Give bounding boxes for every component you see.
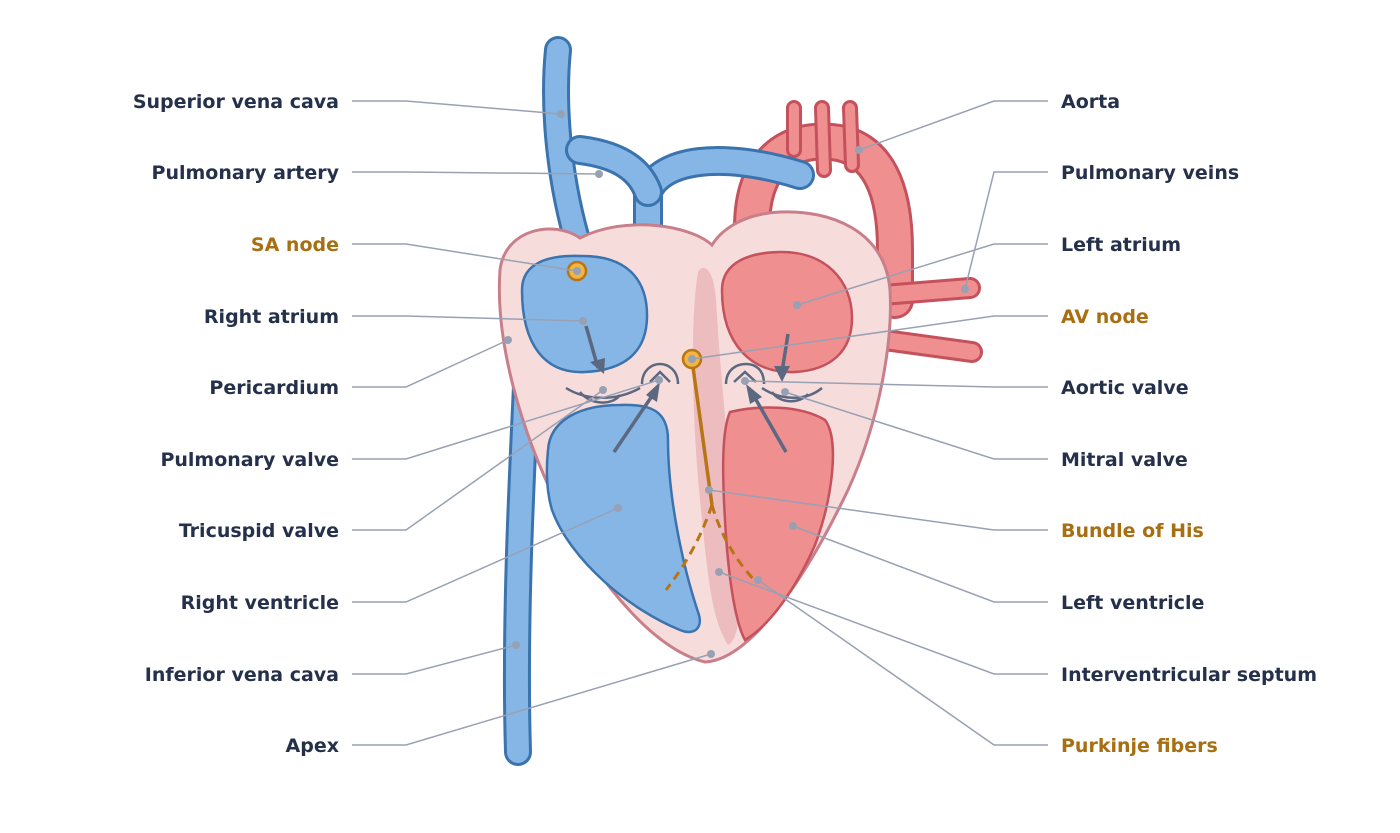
right-atrium-anchor [579, 317, 587, 325]
pulmonary-veins-leader [964, 171, 1048, 290]
pericardium-leader [352, 339, 509, 388]
interventricular-septum-label: Interventricular septum [1061, 664, 1317, 686]
tricuspid-valve-anchor [599, 386, 607, 394]
pericardium-anchor [504, 336, 512, 344]
aortic-valve-leader [744, 380, 1048, 388]
right-atrium-leader [352, 315, 584, 322]
flow-arrows [584, 325, 790, 453]
purkinje-fibers-anchor [754, 576, 762, 584]
tricuspid-valve-label: Tricuspid valve [179, 520, 339, 542]
pulmonary-artery-leader [352, 171, 600, 175]
pulmonary-veins-anchor [961, 285, 969, 293]
left-ventricle [721, 406, 835, 642]
pulmonary-valve-anchor [655, 376, 663, 384]
left-ventricle-anchor [789, 522, 797, 530]
apex-anchor [707, 650, 715, 658]
apex-leader [352, 653, 712, 746]
purkinje-fibers-leader [757, 579, 1048, 746]
aorta-anchor [855, 146, 863, 154]
right-ventricle-leader [352, 507, 619, 603]
av-node-anchor [688, 355, 696, 363]
bundle-of-his-label: Bundle of His [1061, 520, 1204, 542]
left-atrium-anchor [793, 301, 801, 309]
superior-vena-cava-label: Superior vena cava [133, 91, 339, 113]
inferior-vena-cava-label: Inferior vena cava [145, 664, 339, 686]
left-ventricle-label: Left ventricle [1061, 592, 1204, 614]
right-atrium [520, 254, 649, 374]
apex-label: Apex [286, 735, 339, 757]
aorta-label: Aorta [1061, 91, 1120, 113]
superior-vena-cava-anchor [557, 110, 565, 118]
bundle-of-his-leader [708, 489, 1048, 531]
sa-node-leader [352, 243, 578, 272]
bundle-of-his-anchor [705, 486, 713, 494]
av-node-leader [691, 315, 1048, 360]
right-ventricle [545, 403, 701, 634]
pulmonary-artery [565, 135, 815, 240]
mitral-valve-leader [784, 391, 1048, 460]
purkinje-fibers-label: Purkinje fibers [1061, 735, 1218, 757]
right-ventricle-anchor [614, 504, 622, 512]
pulmonary-valve [640, 362, 680, 385]
purkinje-fibers [664, 504, 758, 591]
mitral-valve-label: Mitral valve [1061, 449, 1188, 471]
leader-lines [352, 100, 1048, 746]
pulmonary-veins-label: Pulmonary veins [1061, 162, 1239, 184]
aortic-valve [724, 362, 766, 385]
right-atrium-label: Right atrium [204, 306, 339, 328]
left-atrium-leader [796, 243, 1048, 306]
aortic-valve-label: Aortic valve [1061, 377, 1189, 399]
pulmonary-artery-anchor [595, 170, 603, 178]
inferior-vena-cava-leader [352, 644, 517, 675]
right-ventricle-label: Right ventricle [181, 592, 339, 614]
pulmonary-valve-label: Pulmonary valve [160, 449, 339, 471]
aortic-valve-anchor [741, 377, 749, 385]
pericardium-label: Pericardium [209, 377, 339, 399]
av-node-label: AV node [1061, 306, 1149, 328]
superior-vena-cava-leader [352, 100, 562, 115]
pulmonary-valve-leader [352, 379, 660, 460]
interventricular-septum-leader [718, 571, 1048, 675]
sa-node-anchor [573, 267, 581, 275]
left-atrium [720, 250, 854, 374]
tricuspid-valve-leader [352, 389, 604, 531]
left-ventricle-leader [792, 525, 1048, 603]
sa-node-label: SA node [251, 234, 339, 256]
bundle-of-his [690, 359, 714, 506]
interventricular-septum-anchor [715, 568, 723, 576]
left-atrium-label: Left atrium [1061, 234, 1181, 256]
inferior-vena-cava-anchor [512, 641, 520, 649]
superior-vena-cava [542, 36, 594, 264]
mitral-valve-anchor [781, 388, 789, 396]
mitral-valve [761, 386, 823, 403]
aorta-leader [858, 100, 1048, 151]
pulmonary-artery-label: Pulmonary artery [152, 162, 340, 184]
